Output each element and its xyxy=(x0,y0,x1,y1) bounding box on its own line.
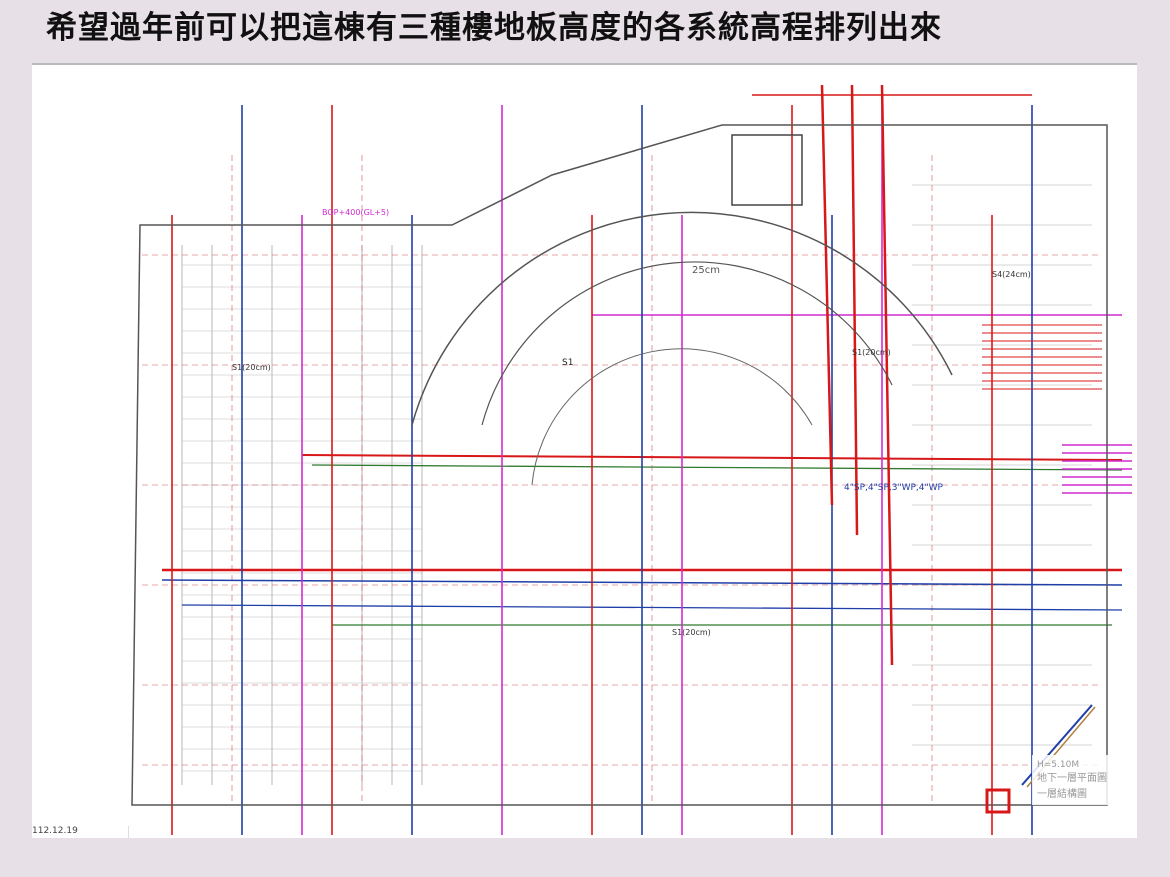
room-label: S4(24cm) xyxy=(992,270,1031,279)
stair-core xyxy=(731,134,803,206)
water-pipe xyxy=(181,604,1123,611)
drain-pipe xyxy=(301,454,1123,461)
stair-height-label: 25cm xyxy=(692,265,720,276)
legend-height: H=5.10M xyxy=(1037,760,1079,770)
legend-plan-name: 地下一層平面圖 xyxy=(1037,771,1107,784)
curved-ramp-outer xyxy=(411,211,953,426)
drain-main xyxy=(820,84,834,506)
legend-structure-name: 一層結構圖 xyxy=(1037,787,1087,800)
room-label: S1(20cm) xyxy=(852,348,891,357)
building-outline xyxy=(131,124,1108,806)
curved-ramp-inner xyxy=(481,261,893,426)
structural-grid xyxy=(142,155,1102,805)
room-label: S1(20cm) xyxy=(672,628,711,637)
pipe-group-label: 4"SP,4"SP,3"WP,4"WP xyxy=(844,483,944,493)
pipe-network xyxy=(161,84,1132,835)
cad-floor-plan: 25cm S1 4"SP,4"SP,3"WP,4"WP S4(24cm) S1(… xyxy=(32,63,1137,838)
pump-pit xyxy=(985,788,1011,814)
drain-main xyxy=(850,84,859,536)
zone-s1-label: S1 xyxy=(562,358,573,368)
vent-pipe xyxy=(311,464,1123,471)
title-legend: H=5.10M 地下一層平面圖 一層結構圖 xyxy=(1032,755,1112,805)
slide-title: 希望過年前可以把這棟有三種樓地板高度的各系統高程排列出來 xyxy=(46,10,942,46)
curved-ramp-core xyxy=(531,348,813,486)
date-stamp: 112.12.19 xyxy=(32,826,129,838)
bop-note: BOP+400(GL+5) xyxy=(322,208,389,217)
floor-plan-drawing: 25cm S1 4"SP,4"SP,3"WP,4"WP S4(24cm) S1(… xyxy=(131,84,1132,835)
room-label: S1(20cm) xyxy=(232,363,271,372)
